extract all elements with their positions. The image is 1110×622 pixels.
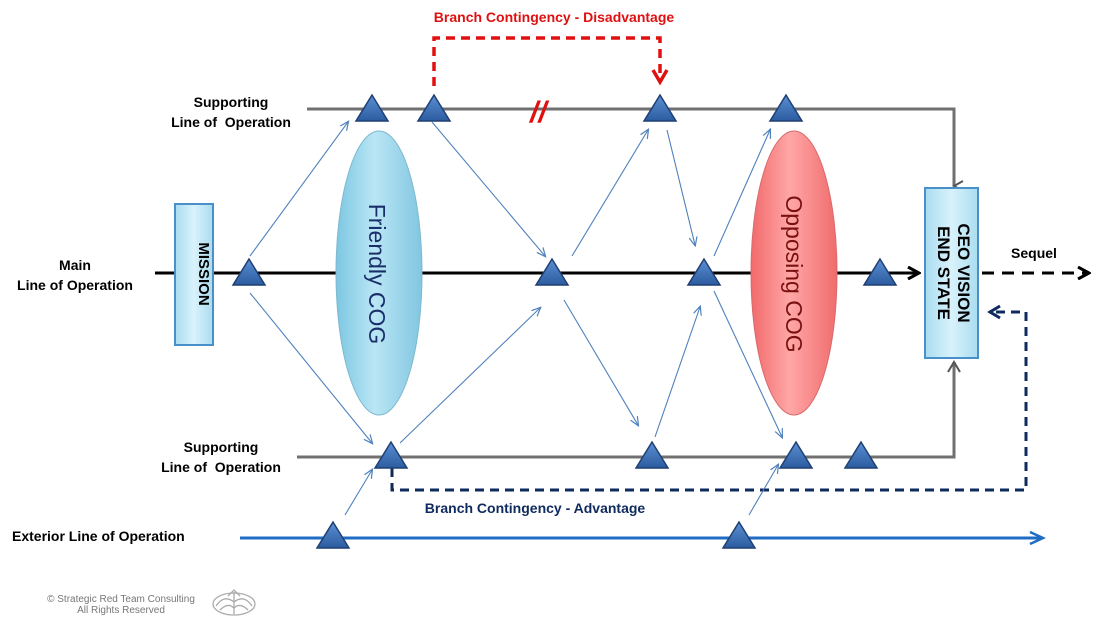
copyright-line1: © Strategic Red Team Consulting xyxy=(47,594,195,605)
friendly-cog-label: Friendly COG xyxy=(364,204,390,345)
triangle-marker xyxy=(686,257,722,286)
exterior-line-label: Exterior Line of Operation xyxy=(12,528,185,544)
main-line-label-line2: Line of Operation xyxy=(17,277,133,293)
triangle-marker xyxy=(231,257,267,286)
supporting-line-top xyxy=(307,107,954,186)
end-state-label-line2: END STATE xyxy=(934,226,953,320)
triangle-marker xyxy=(354,93,390,122)
friendly-cog-ellipse xyxy=(335,130,423,416)
break-mark: // xyxy=(528,96,549,129)
triangle-marker xyxy=(315,520,351,549)
branch-disadvantage-connector xyxy=(432,36,662,86)
branch-disadvantage-arrowhead xyxy=(651,69,669,86)
triangle-marker xyxy=(634,440,670,469)
triangle-marker xyxy=(416,93,452,122)
end-state-label-line1: CEO VISION xyxy=(954,223,973,322)
triangle-markers xyxy=(231,93,898,549)
main-line-label-line1: Main xyxy=(59,257,91,273)
triangle-marker xyxy=(534,257,570,286)
supporting-line-bottom-arrow xyxy=(947,360,961,373)
sequel-label: Sequel xyxy=(1011,245,1057,261)
supporting-line-bottom xyxy=(297,362,956,459)
end-state-box xyxy=(924,187,979,359)
triangle-marker xyxy=(721,520,757,549)
supporting-top-label-line1: Supporting xyxy=(194,94,269,110)
opposing-cog-label: Opposing COG xyxy=(781,195,807,352)
triangle-marker xyxy=(778,440,814,469)
branch-advantage-label: Branch Contingency - Advantage xyxy=(425,500,646,516)
consulting-logo-icon xyxy=(212,589,256,616)
opposing-cog-ellipse xyxy=(750,130,838,416)
triangle-marker xyxy=(373,440,409,469)
supporting-bottom-label-line2: Line of Operation xyxy=(161,459,281,475)
flow-arrows xyxy=(249,122,782,516)
mission-label: MISSION xyxy=(195,242,212,305)
copyright-line2: All Rights Reserved xyxy=(77,605,165,616)
triangle-marker xyxy=(843,440,879,469)
triangle-marker xyxy=(862,257,898,286)
branch-disadvantage-label: Branch Contingency - Disadvantage xyxy=(434,9,675,25)
triangle-marker xyxy=(768,93,804,122)
supporting-top-label-line2: Line of Operation xyxy=(171,114,291,130)
branch-advantage-connector xyxy=(390,310,1028,492)
branch-advantage-arrowhead xyxy=(987,304,1001,320)
triangle-marker xyxy=(642,93,678,122)
exterior-line-arrowhead xyxy=(1029,530,1046,546)
mission-box xyxy=(174,203,214,346)
supporting-bottom-label-line1: Supporting xyxy=(184,439,259,455)
